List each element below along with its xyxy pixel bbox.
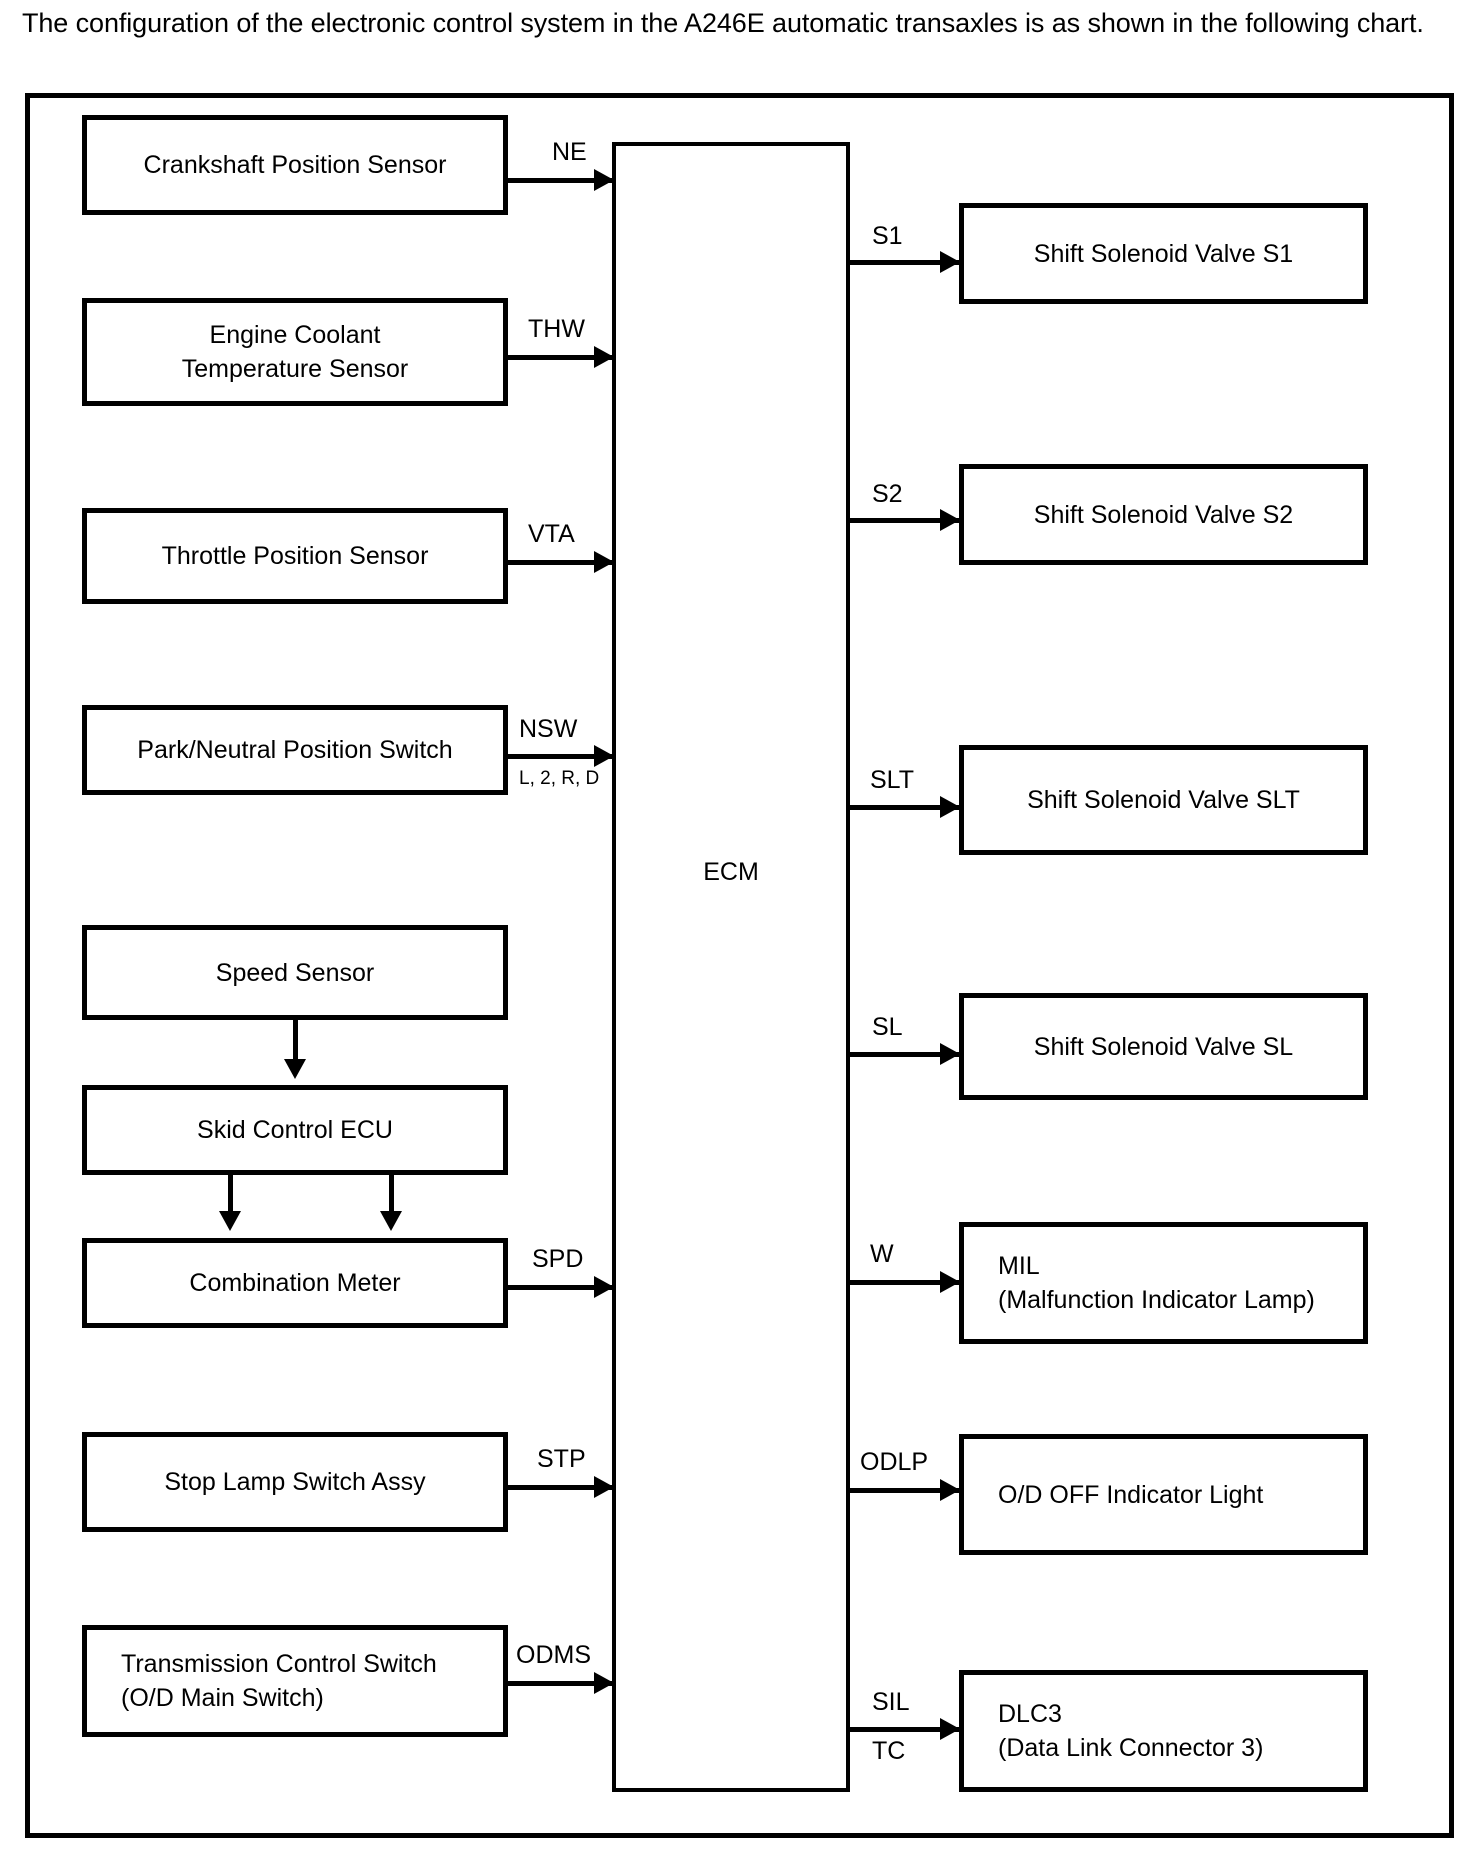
box-shift-solenoid-valve-slt: Shift Solenoid Valve SLT <box>959 745 1368 855</box>
signal-label-tc: TC <box>872 1737 906 1765</box>
arrowhead-w-icon <box>940 1271 960 1293</box>
arrowhead-slt-icon <box>940 796 960 818</box>
arrowhead-odms-icon <box>594 1672 614 1694</box>
box-label-line1: Transmission Control Switch <box>121 1650 437 1678</box>
connector-skid-to-meter-right <box>389 1175 394 1217</box>
box-label: Engine Coolant Temperature Sensor <box>87 318 503 386</box>
box-shift-solenoid-valve-s1: Shift Solenoid Valve S1 <box>959 203 1368 304</box>
arrowhead-spd-icon <box>594 1276 614 1298</box>
signal-label-nsw: NSW <box>519 715 578 743</box>
box-label: Skid Control ECU <box>197 1116 393 1144</box>
box-combination-meter: Combination Meter <box>82 1238 508 1328</box>
connector-vta <box>508 560 614 565</box>
connector-slt <box>850 805 960 810</box>
connector-spd <box>508 1285 614 1290</box>
box-label-line1: Engine Coolant <box>209 321 381 349</box>
signal-label-vta: VTA <box>528 520 575 548</box>
box-shift-solenoid-valve-s2: Shift Solenoid Valve S2 <box>959 464 1368 565</box>
connector-s1 <box>850 260 960 265</box>
box-label: Shift Solenoid Valve SLT <box>1027 786 1300 814</box>
box-label-line2: (Malfunction Indicator Lamp) <box>998 1286 1315 1314</box>
box-stop-lamp-switch-assy: Stop Lamp Switch Assy <box>82 1432 508 1532</box>
box-mil: MIL (Malfunction Indicator Lamp) <box>959 1222 1368 1344</box>
arrowhead-skid-to-meter-left-icon <box>219 1211 241 1231</box>
arrowhead-ne-icon <box>594 169 614 191</box>
signal-label-sl: SL <box>872 1013 903 1041</box>
box-engine-coolant-temperature-sensor: Engine Coolant Temperature Sensor <box>82 298 508 406</box>
box-label: Park/Neutral Position Switch <box>137 736 453 764</box>
box-label: Throttle Position Sensor <box>161 542 429 570</box>
box-skid-control-ecu: Skid Control ECU <box>82 1085 508 1175</box>
connector-w <box>850 1280 960 1285</box>
box-transmission-control-switch: Transmission Control Switch (O/D Main Sw… <box>82 1625 508 1737</box>
box-label-line2: (O/D Main Switch) <box>121 1684 324 1712</box>
box-label: Crankshaft Position Sensor <box>143 151 447 179</box>
box-label: Shift Solenoid Valve SL <box>1033 1032 1294 1061</box>
box-label: DLC3 (Data Link Connector 3) <box>964 1697 1363 1765</box>
connector-odms <box>508 1681 614 1686</box>
box-label-line2: Temperature Sensor <box>181 355 409 383</box>
connector-skid-to-meter-left <box>228 1175 233 1217</box>
box-label: O/D OFF Indicator Light <box>998 1480 1264 1509</box>
box-label: Transmission Control Switch (O/D Main Sw… <box>87 1647 503 1715</box>
box-label-line1: DLC3 <box>998 1700 1062 1728</box>
box-label: Shift Solenoid Valve S2 <box>1033 500 1294 529</box>
signal-label-s1: S1 <box>872 222 903 250</box>
box-label-line1: MIL <box>998 1252 1040 1280</box>
ecm-box <box>612 142 850 1792</box>
signal-label-s2: S2 <box>872 480 903 508</box>
connector-speed-to-skid <box>293 1020 298 1065</box>
signal-label-spd: SPD <box>532 1245 584 1273</box>
signal-label-odms: ODMS <box>516 1641 591 1669</box>
connector-ne <box>508 178 614 183</box>
ecm-label: ECM <box>703 858 759 886</box>
signal-label-odlp: ODLP <box>860 1448 929 1476</box>
arrowhead-odlp-icon <box>940 1479 960 1501</box>
box-dlc3: DLC3 (Data Link Connector 3) <box>959 1670 1368 1792</box>
box-label: Speed Sensor <box>215 958 375 987</box>
signal-label-slt: SLT <box>870 766 914 794</box>
arrowhead-stp-icon <box>594 1476 614 1498</box>
box-label-line2: (Data Link Connector 3) <box>998 1734 1264 1762</box>
box-shift-solenoid-valve-sl: Shift Solenoid Valve SL <box>959 993 1368 1100</box>
box-speed-sensor: Speed Sensor <box>82 925 508 1020</box>
box-od-off-indicator-light: O/D OFF Indicator Light <box>959 1434 1368 1555</box>
box-park-neutral-position-switch: Park/Neutral Position Switch <box>82 705 508 795</box>
arrowhead-thw-icon <box>594 346 614 368</box>
connector-sl <box>850 1052 960 1057</box>
connector-stp <box>508 1485 614 1490</box>
arrowhead-sl-icon <box>940 1043 960 1065</box>
arrowhead-sil-tc-icon <box>940 1718 960 1740</box>
connector-s2 <box>850 518 960 523</box>
chart-frame <box>25 93 1454 1838</box>
box-label: Stop Lamp Switch Assy <box>164 1468 426 1496</box>
arrowhead-skid-to-meter-right-icon <box>380 1211 402 1231</box>
connector-sil-tc <box>850 1727 960 1732</box>
arrowhead-nsw-icon <box>594 745 614 767</box>
arrowhead-vta-icon <box>594 551 614 573</box>
box-label: MIL (Malfunction Indicator Lamp) <box>964 1249 1363 1317</box>
connector-nsw <box>508 754 614 759</box>
signal-label-ne: NE <box>552 138 587 166</box>
arrowhead-s2-icon <box>940 509 960 531</box>
signal-sublabel-nsw: L, 2, R, D <box>519 768 600 789</box>
connector-odlp <box>850 1488 960 1493</box>
arrowhead-speed-to-skid-icon <box>284 1059 306 1079</box>
arrowhead-s1-icon <box>940 251 960 273</box>
signal-label-w: W <box>870 1240 894 1268</box>
intro-paragraph: The configuration of the electronic cont… <box>22 8 1424 38</box>
box-label: Combination Meter <box>189 1269 401 1297</box>
box-crankshaft-position-sensor: Crankshaft Position Sensor <box>82 115 508 215</box>
box-throttle-position-sensor: Throttle Position Sensor <box>82 508 508 604</box>
signal-label-thw: THW <box>528 315 585 343</box>
signal-label-stp: STP <box>537 1445 586 1473</box>
connector-thw <box>508 355 614 360</box>
signal-label-sil: SIL <box>872 1688 910 1716</box>
box-label: Shift Solenoid Valve S1 <box>1033 239 1294 268</box>
